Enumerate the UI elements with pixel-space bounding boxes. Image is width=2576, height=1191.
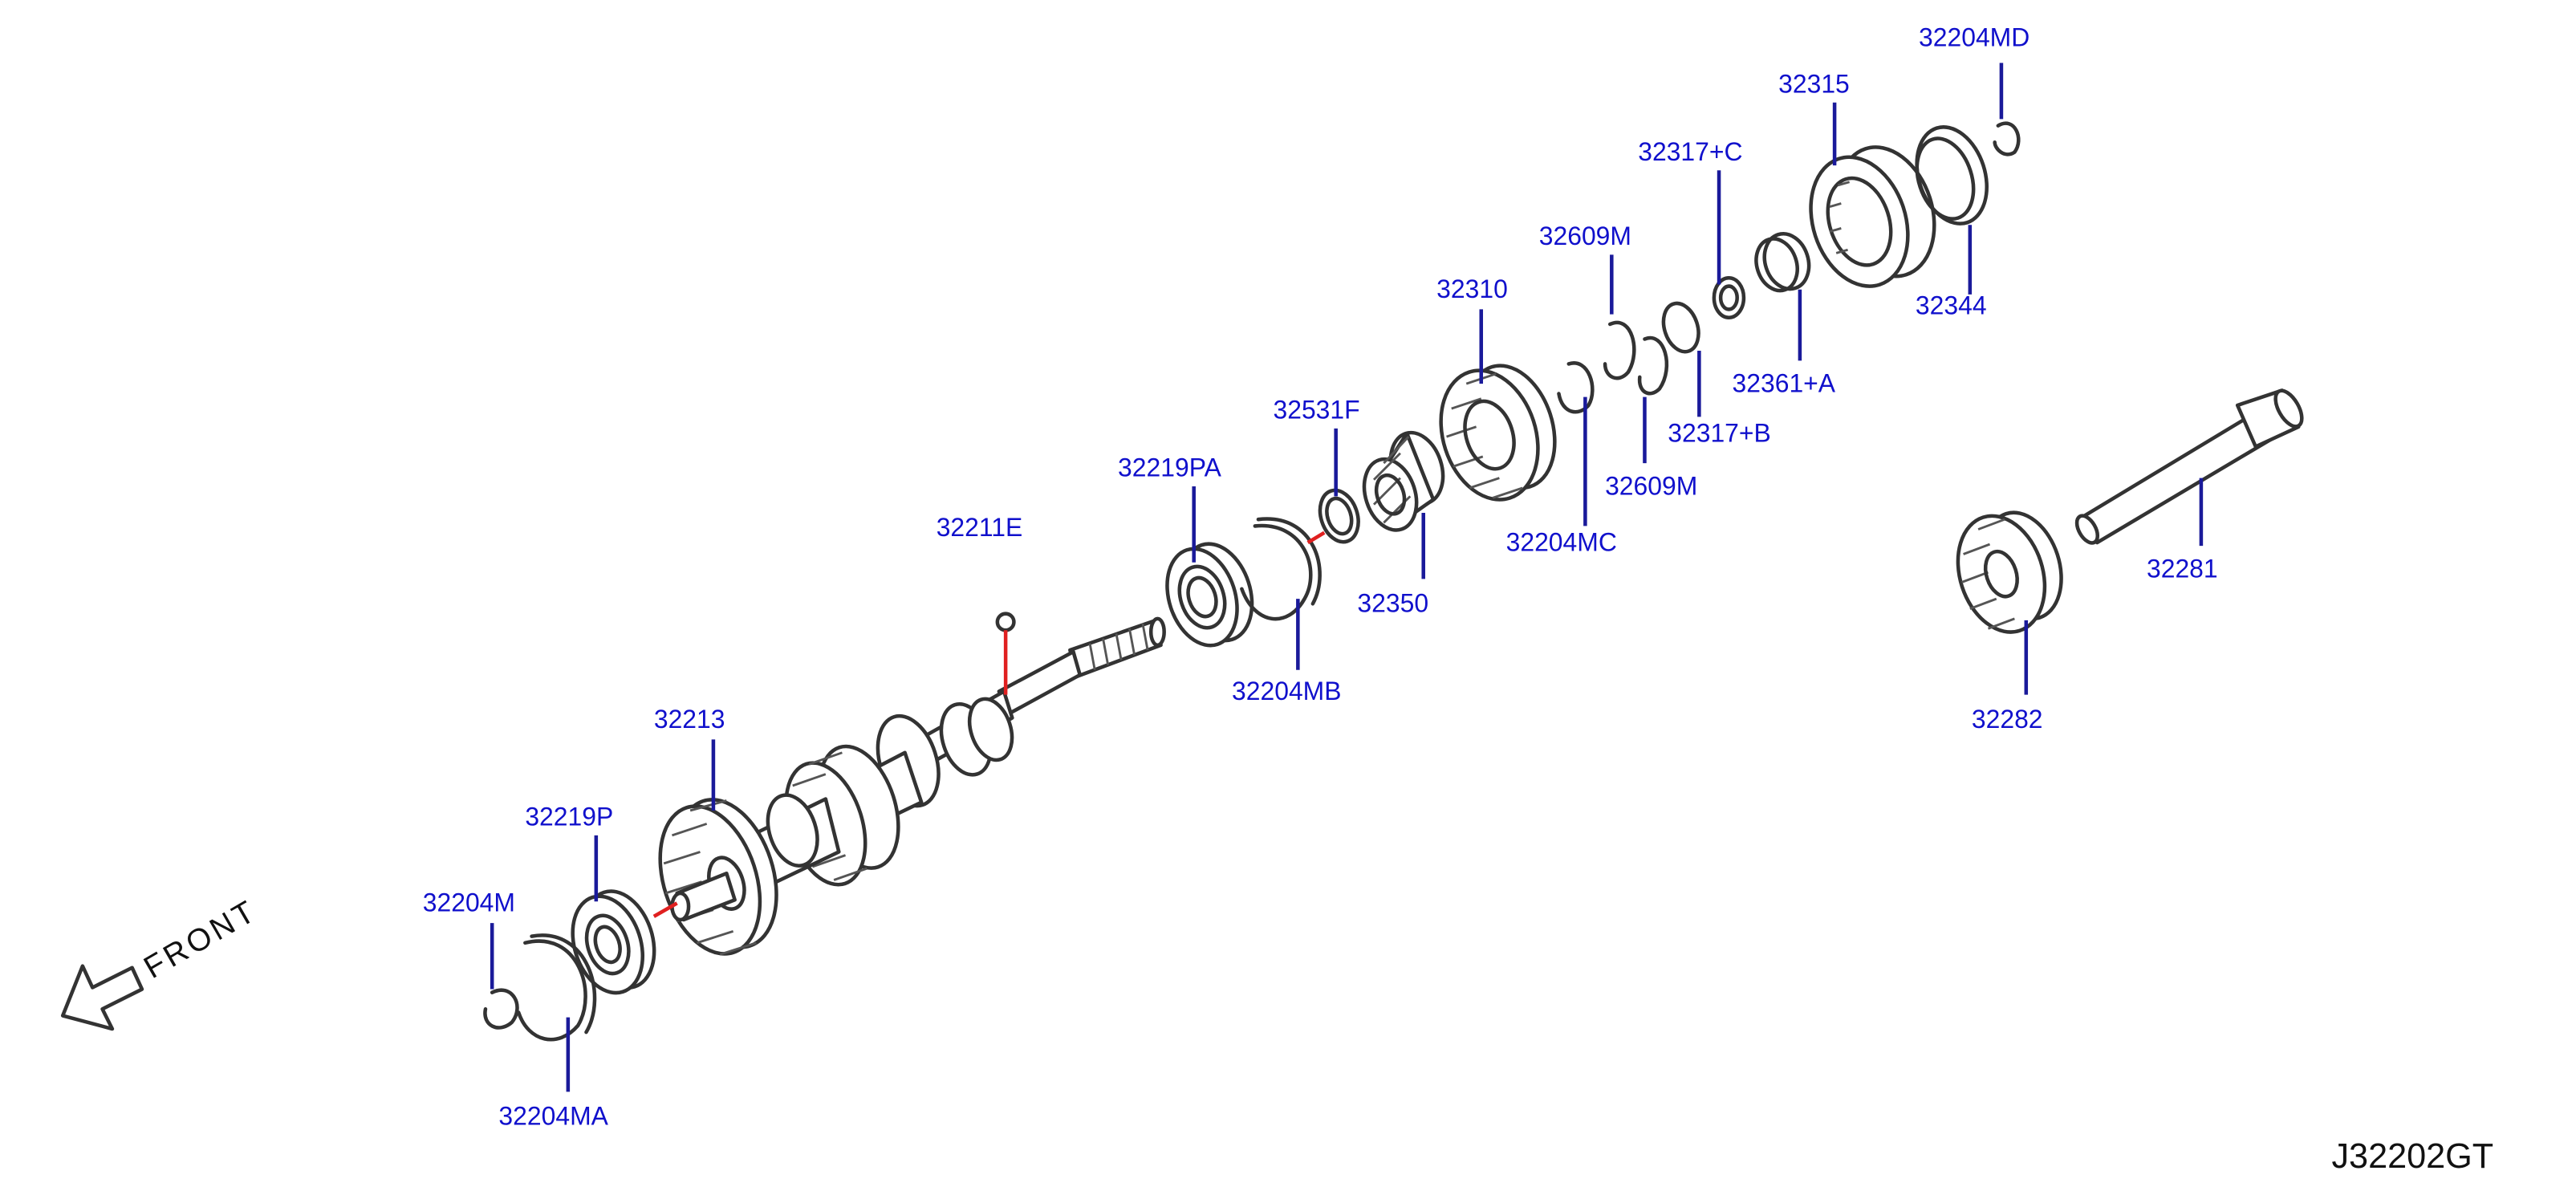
label-32531f: 32531F	[1273, 395, 1359, 424]
ball-32211e	[995, 612, 1016, 632]
label-32344: 32344	[1916, 291, 1987, 320]
label-32204mc: 32204MC	[1506, 527, 1617, 556]
label-32317c: 32317+C	[1638, 137, 1742, 166]
gear-32310	[1439, 364, 1557, 502]
needle-bearing-32350	[1362, 430, 1445, 532]
counter-gear-32282	[1956, 510, 2063, 634]
ring-32204mc	[1557, 361, 1595, 414]
label-32315: 32315	[1778, 69, 1850, 98]
label-32211e: 32211E	[937, 513, 1023, 542]
label-32219p: 32219P	[525, 802, 613, 831]
label-32609m-top: 32609M	[1539, 222, 1631, 250]
label-32204m: 32204M	[423, 888, 515, 917]
sleeve-32315	[1809, 145, 1936, 288]
front-label: FRONT	[138, 893, 263, 986]
snap-ring-32204ma	[516, 939, 587, 1042]
ring-32609m-b	[1637, 335, 1669, 396]
label-32204mb: 32204MB	[1232, 677, 1341, 705]
label-32281: 32281	[2147, 554, 2218, 583]
ring-32317b	[1661, 301, 1700, 354]
label-32361a: 32361+A	[1733, 368, 1836, 397]
label-32282: 32282	[1972, 705, 2043, 734]
label-32609m-bottom: 32609M	[1605, 471, 1697, 500]
ring-32609m-a	[1603, 320, 1636, 380]
ring-32317c	[1712, 275, 1746, 320]
snap-ring-32204m	[483, 988, 519, 1030]
label-32317b: 32317+B	[1668, 418, 1771, 447]
synchro-ring-32344	[1915, 125, 1989, 226]
label-32310: 32310	[1436, 274, 1508, 303]
snap-ring-32204md	[1993, 121, 2021, 156]
ring-32361a	[1754, 232, 1811, 293]
label-32204md: 32204MD	[1919, 23, 2030, 52]
front-arrow-icon	[60, 964, 144, 1031]
bearing-32219pa	[1165, 542, 1254, 648]
label-32204ma: 32204MA	[498, 1102, 608, 1131]
label-32219pa: 32219PA	[1118, 453, 1222, 482]
main-shaft	[658, 616, 1166, 956]
shaft-32281	[2074, 388, 2304, 545]
centerline	[652, 901, 678, 918]
diagram-code: J32202GT	[2331, 1137, 2493, 1176]
label-32350: 32350	[1357, 589, 1428, 618]
washer-32531f	[1318, 488, 1360, 544]
bearing-32219p	[571, 889, 656, 995]
part-labels: 32204MD 32315 32317+C 32609M 32310 32344…	[423, 23, 2218, 1131]
snap-ring-32204mb	[1240, 523, 1313, 621]
leader-lines	[490, 63, 2204, 1092]
label-32213: 32213	[654, 705, 725, 734]
